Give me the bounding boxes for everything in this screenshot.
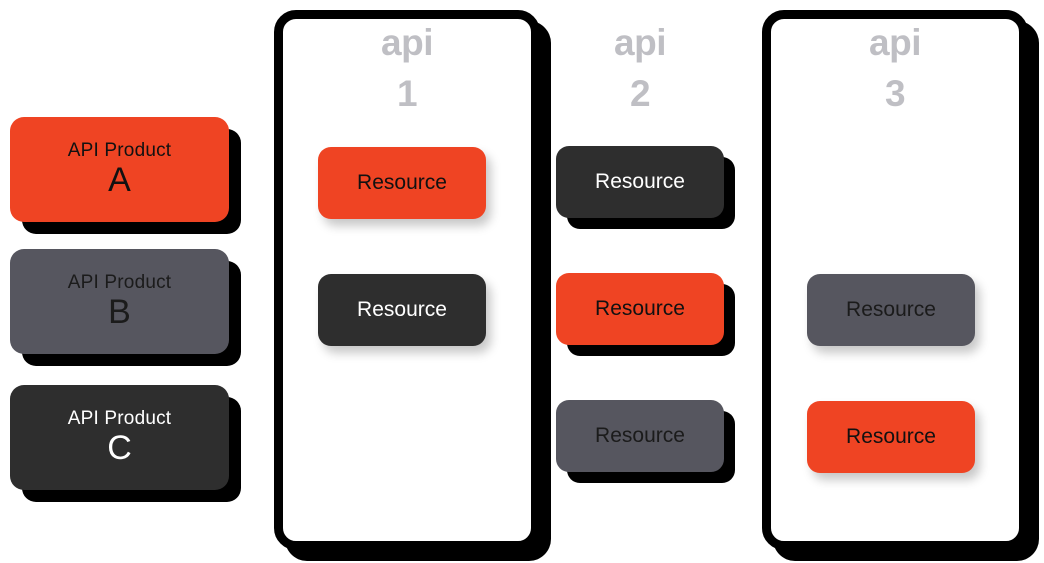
api-2-name: api — [614, 22, 666, 63]
api-3-resource-1-label: Resource — [846, 298, 936, 321]
api-3-name: api — [869, 22, 921, 63]
api-product-b[interactable]: API Product B — [10, 249, 229, 354]
api-1-resource-2-label: Resource — [357, 298, 447, 321]
api-2-resource-2-label: Resource — [595, 297, 685, 320]
api-3-label: api 3 — [762, 24, 1028, 112]
api-1-resource-1[interactable]: Resource — [318, 147, 486, 219]
api-2-resource-1-label: Resource — [595, 170, 685, 193]
api-product-a-letter: A — [108, 160, 131, 199]
api-2-resource-3-label: Resource — [595, 424, 685, 447]
api-2-resource-3[interactable]: Resource — [556, 400, 724, 472]
api-product-a[interactable]: API Product A — [10, 117, 229, 222]
api-product-c[interactable]: API Product C — [10, 385, 229, 490]
api-3-resource-1[interactable]: Resource — [807, 274, 975, 346]
api-card-1[interactable] — [274, 10, 540, 550]
api-product-c-title: API Product — [67, 407, 172, 429]
api-3-number: 3 — [884, 73, 906, 114]
api-product-b-title: API Product — [67, 271, 172, 293]
api-1-resource-2[interactable]: Resource — [318, 274, 486, 346]
api-3-resource-2-label: Resource — [846, 425, 936, 448]
api-1-number: 1 — [396, 73, 418, 114]
api-1-resource-1-label: Resource — [357, 171, 447, 194]
api-2-label: api 2 — [556, 24, 724, 112]
api-2-resource-2[interactable]: Resource — [556, 273, 724, 345]
api-product-a-title: API Product — [67, 139, 172, 161]
api-1-label: api 1 — [274, 24, 540, 112]
api-2-number: 2 — [629, 73, 651, 114]
api-2-resource-1[interactable]: Resource — [556, 146, 724, 218]
api-product-b-letter: B — [108, 292, 131, 331]
api-3-resource-2[interactable]: Resource — [807, 401, 975, 473]
api-1-name: api — [381, 22, 433, 63]
api-product-c-letter: C — [107, 428, 132, 467]
